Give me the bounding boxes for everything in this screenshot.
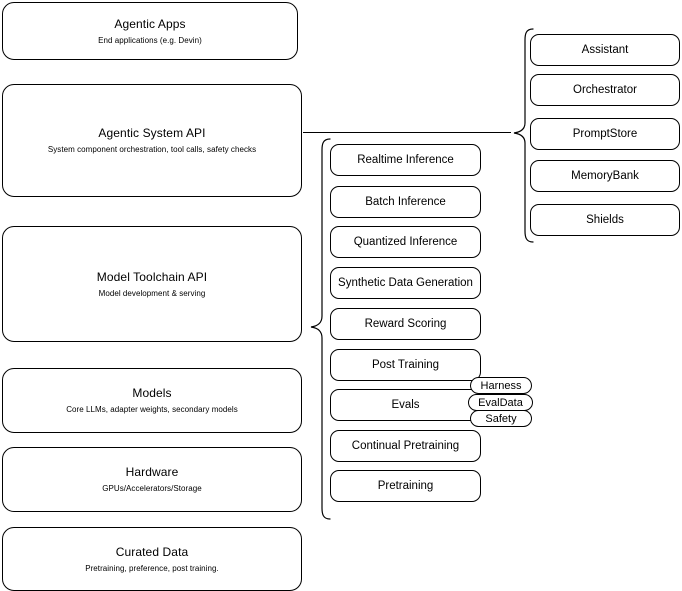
system-api-connector-line [303, 132, 511, 133]
pill-label: EvalData [478, 396, 523, 409]
layer-agentic-system-api[interactable]: Agentic System API System component orch… [2, 84, 302, 197]
evals-pill-harness[interactable]: Harness [470, 377, 532, 394]
component-batch-inference[interactable]: Batch Inference [330, 186, 481, 218]
system-component-promptstore[interactable]: PromptStore [530, 118, 680, 150]
component-label: PromptStore [572, 128, 638, 140]
system-component-orchestrator[interactable]: Orchestrator [530, 74, 680, 106]
component-continual-pretraining[interactable]: Continual Pretraining [330, 430, 481, 462]
layer-hardware[interactable]: Hardware GPUs/Accelerators/Storage [2, 447, 302, 512]
layer-subtitle: Model development & serving [98, 288, 206, 298]
component-label: Shields [586, 214, 624, 226]
component-label: Continual Pretraining [351, 440, 460, 452]
system-component-memorybank[interactable]: MemoryBank [530, 160, 680, 192]
component-pretraining[interactable]: Pretraining [330, 470, 481, 502]
component-label: Reward Scoring [364, 318, 447, 330]
component-label: Pretraining [377, 480, 434, 492]
component-label: Post Training [371, 359, 440, 371]
layer-title: Agentic Apps [114, 16, 186, 31]
layer-model-toolchain-api[interactable]: Model Toolchain API Model development & … [2, 226, 302, 342]
layer-subtitle: End applications (e.g. Devin) [98, 35, 202, 45]
layer-subtitle: GPUs/Accelerators/Storage [102, 484, 202, 493]
component-label: Synthetic Data Generation [338, 277, 473, 289]
component-realtime-inference[interactable]: Realtime Inference [330, 144, 481, 176]
component-reward-scoring[interactable]: Reward Scoring [330, 308, 481, 340]
component-label: Assistant [581, 44, 629, 56]
layer-title: Model Toolchain API [96, 269, 208, 284]
layer-curated-data[interactable]: Curated Data Pretraining, preference, po… [2, 527, 302, 591]
component-synthetic-data-generation[interactable]: Synthetic Data Generation [330, 267, 481, 299]
layer-subtitle: Pretraining, preference, post training. [85, 563, 219, 573]
evals-pill-safety[interactable]: Safety [470, 410, 532, 427]
component-post-training[interactable]: Post Training [330, 349, 481, 381]
component-label: Evals [391, 399, 420, 411]
component-label: Batch Inference [365, 196, 446, 208]
layer-subtitle: Core LLMs, adapter weights, secondary mo… [66, 405, 238, 414]
component-label: Orchestrator [573, 84, 637, 96]
component-label: Quantized Inference [353, 236, 458, 248]
pill-label: Safety [485, 412, 517, 425]
toolchain-brace [305, 138, 331, 520]
system-components-brace [508, 28, 534, 243]
component-evals[interactable]: Evals [330, 389, 481, 421]
layer-title: Agentic System API [98, 126, 206, 140]
component-label: MemoryBank [571, 170, 639, 182]
layer-title: Hardware [125, 465, 179, 479]
layer-models[interactable]: Models Core LLMs, adapter weights, secon… [2, 368, 302, 433]
layer-title: Models [132, 386, 172, 400]
evals-pill-evaldata[interactable]: EvalData [468, 394, 533, 411]
system-component-shields[interactable]: Shields [530, 204, 680, 236]
system-component-assistant[interactable]: Assistant [530, 34, 680, 66]
layer-agentic-apps[interactable]: Agentic Apps End applications (e.g. Devi… [2, 2, 298, 60]
component-quantized-inference[interactable]: Quantized Inference [330, 226, 481, 258]
layer-title: Curated Data [115, 544, 189, 559]
layer-subtitle: System component orchestration, tool cal… [47, 145, 257, 154]
component-label: Realtime Inference [357, 154, 454, 166]
pill-label: Harness [480, 379, 522, 392]
